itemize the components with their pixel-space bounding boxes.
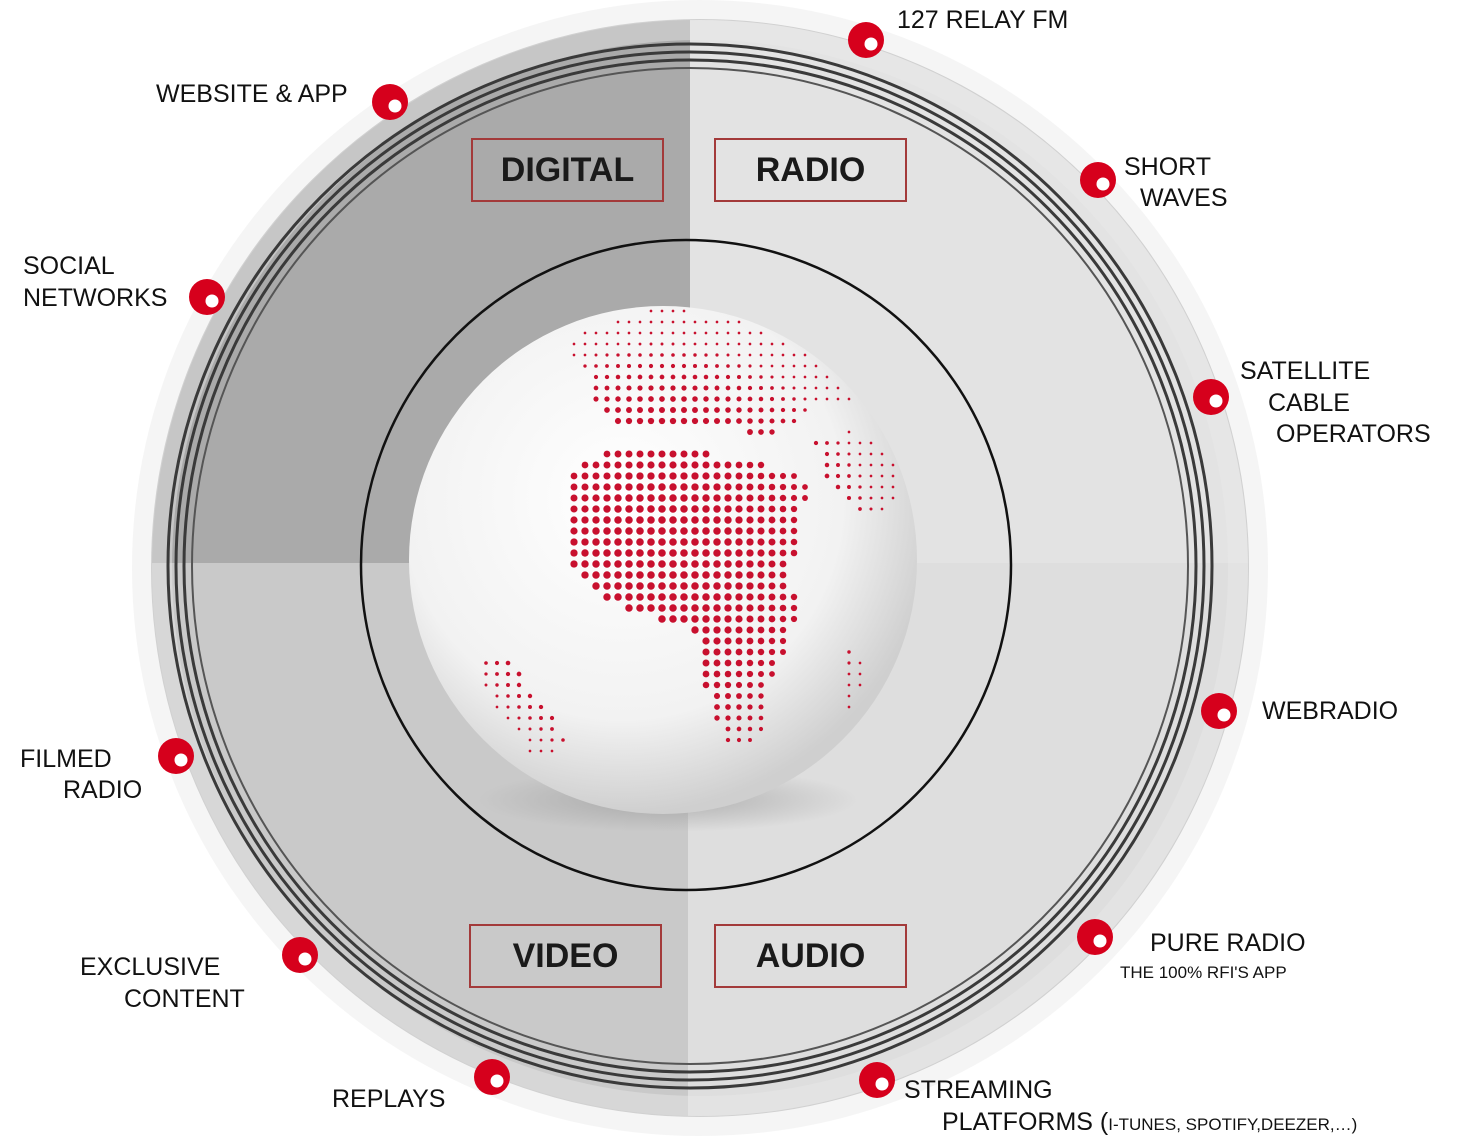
marker-short-waves-icon [1080, 162, 1116, 198]
marker-satellite-icon [1193, 379, 1229, 415]
marker-127-relay-fm-icon [848, 22, 884, 58]
inner-circle [359, 238, 1013, 892]
quadrant-label-video: VIDEO [469, 924, 662, 988]
label-platforms-prefix: PLATFORMS ( [942, 1108, 1109, 1136]
ring-line-1 [166, 42, 1214, 1090]
label-website-app: WEBSITE & APP [156, 80, 348, 108]
label-short-waves-1: SHORT [1124, 153, 1212, 181]
marker-pure-radio-icon [1077, 919, 1113, 955]
label-satellite-2: CABLE [1268, 389, 1350, 417]
marker-streaming-icon [859, 1062, 895, 1098]
label-pure-radio-sub: THE 100% RFI'S APP [1120, 963, 1287, 982]
label-filmed-2: RADIO [63, 776, 143, 804]
label-social-1: SOCIAL [23, 252, 115, 280]
label-platforms-detail: I-TUNES, SPOTIFY,DEEZER,…) [1108, 1115, 1358, 1134]
label-webradio: WEBRADIO [1262, 697, 1399, 725]
ring-line-3 [182, 58, 1198, 1074]
marker-social-networks-icon [189, 279, 225, 315]
marker-webradio-icon [1201, 693, 1237, 729]
label-short-waves-2: WAVES [1140, 184, 1228, 212]
ring-line-2 [174, 50, 1206, 1082]
marker-exclusive-icon [282, 937, 318, 973]
marker-filmed-radio-icon [158, 738, 194, 774]
marker-replays-icon [474, 1059, 510, 1095]
label-replays: REPLAYS [332, 1085, 446, 1113]
quadrant-label-audio: AUDIO [714, 924, 907, 988]
label-127-relay-fm: 127 RELAY FM [897, 6, 1069, 34]
label-streaming: STREAMING [904, 1076, 1053, 1104]
label-exclusive-1: EXCLUSIVE [80, 953, 221, 981]
quadrant-label-radio: RADIO [714, 138, 907, 202]
label-pure-radio: PURE RADIO [1150, 929, 1306, 957]
label-exclusive-2: CONTENT [124, 985, 245, 1013]
label-platforms: PLATFORMS (I-TUNES, SPOTIFY,DEEZER,…) [942, 1106, 1357, 1141]
label-social-2: NETWORKS [23, 284, 168, 312]
label-filmed-1: FILMED [20, 745, 112, 773]
ring-line-4 [191, 67, 1189, 1065]
marker-website-app-icon [372, 84, 408, 120]
label-satellite-1: SATELLITE [1240, 357, 1371, 385]
globe-africa-dotted-icon [409, 306, 917, 814]
quadrant-label-digital: DIGITAL [471, 138, 664, 202]
label-satellite-3: OPERATORS [1276, 420, 1431, 448]
